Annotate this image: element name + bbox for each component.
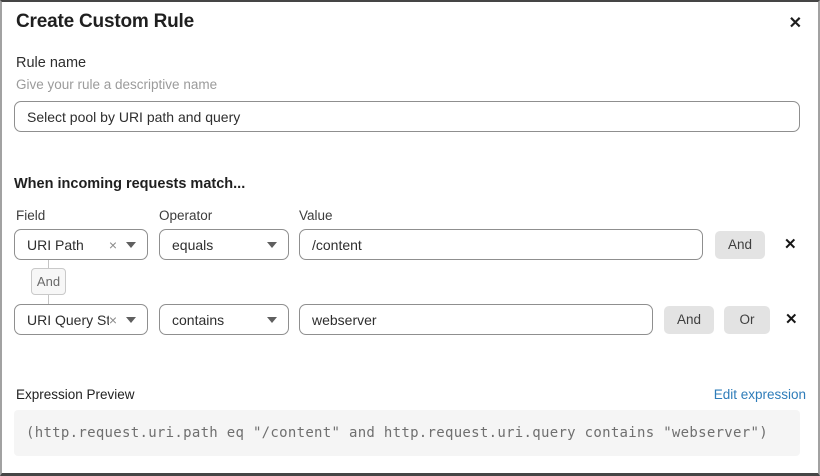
rule-name-label: Rule name <box>16 55 87 71</box>
dialog-title: Create Custom Rule <box>16 11 194 32</box>
chevron-down-icon <box>267 241 277 248</box>
value-column-label: Value <box>299 208 333 223</box>
chevron-down-icon <box>126 241 136 248</box>
connector-line <box>48 260 49 268</box>
value-input[interactable] <box>299 229 703 260</box>
add-and-condition-button[interactable]: And <box>664 305 715 334</box>
match-heading: When incoming requests match... <box>14 176 246 192</box>
clear-selection-icon[interactable]: × <box>108 311 117 328</box>
field-select-value: URI Query St... <box>27 311 109 328</box>
rule-row: URI Query St... × contains And Or ✕ <box>14 304 806 335</box>
rule-row: URI Path × equals And ✕ <box>14 229 806 260</box>
value-input[interactable] <box>299 304 653 335</box>
connector-line <box>48 295 49 304</box>
operator-select-value: equals <box>172 236 214 253</box>
add-and-condition-button[interactable]: And <box>715 230 766 259</box>
dialog-header: Create Custom Rule ✕ <box>14 11 806 36</box>
operator-select-value: contains <box>172 311 225 328</box>
match-column-labels: Field Operator Value <box>14 208 806 223</box>
expression-preview-label: Expression Preview <box>16 387 135 402</box>
condition-connector: And <box>31 260 66 304</box>
connector-and-badge: And <box>31 268 66 295</box>
operator-select[interactable]: equals <box>159 229 289 260</box>
field-select[interactable]: URI Path × <box>14 229 148 260</box>
field-select-value: URI Path <box>27 236 84 253</box>
field-column-label: Field <box>16 208 46 223</box>
expression-code-block: (http.request.uri.path eq "/content" and… <box>14 410 800 456</box>
clear-selection-icon[interactable]: × <box>108 236 117 253</box>
expression-preview-header: Expression Preview Edit expression <box>14 387 806 402</box>
chevron-down-icon <box>267 316 277 323</box>
close-icon[interactable]: ✕ <box>785 12 806 36</box>
rule-name-helper: Give your rule a descriptive name <box>16 77 218 92</box>
chevron-down-icon <box>126 316 136 323</box>
operator-column-label: Operator <box>159 208 213 223</box>
remove-row-icon[interactable]: ✕ <box>785 311 798 328</box>
operator-select[interactable]: contains <box>159 304 289 335</box>
field-select[interactable]: URI Query St... × <box>14 304 148 335</box>
add-or-condition-button[interactable]: Or <box>724 305 771 334</box>
edit-expression-link[interactable]: Edit expression <box>713 387 806 402</box>
rule-name-input[interactable] <box>14 101 800 132</box>
remove-row-icon[interactable]: ✕ <box>784 236 797 253</box>
